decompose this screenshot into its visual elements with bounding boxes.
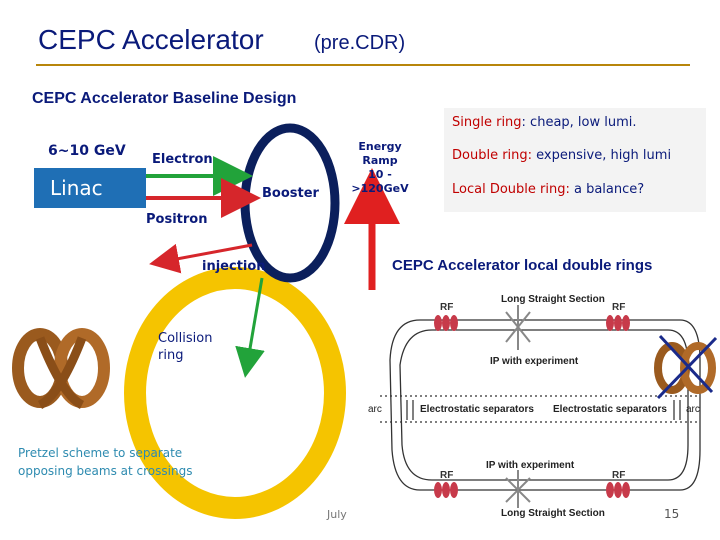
- booster-ring: [240, 123, 340, 283]
- injection-arrow-positron: [149, 243, 253, 274]
- pretzel-line2: opposing beams at crossings: [18, 464, 193, 478]
- collision-line1: Collision: [158, 331, 213, 346]
- ip-marker-top: [505, 305, 531, 350]
- option-double-prefix: Double ring:: [452, 148, 533, 163]
- arc-label-right: arc: [686, 404, 700, 415]
- energy-label: 6~10 GeV: [48, 143, 126, 159]
- ip-marker-bottom: [505, 470, 531, 508]
- collision-ring: [124, 267, 346, 519]
- rf-label-bottom-right: RF: [612, 470, 626, 481]
- separators-label-right: Electrostatic separators: [553, 404, 667, 415]
- double-ring-schematic: [380, 319, 701, 491]
- pretzel-crossed-icon: [654, 334, 718, 400]
- rf-label-top-right: RF: [612, 302, 626, 313]
- option-single-prefix: Single ring: [452, 115, 522, 130]
- energy-ramp-line2: 10 ->120GeV: [351, 168, 409, 195]
- separator-left: [406, 400, 414, 420]
- rf-cavity-bottom-right: [606, 482, 630, 498]
- rf-label-bottom-left: RF: [440, 470, 454, 481]
- rf-cavity-top-right: [606, 315, 630, 331]
- option-local-prefix: Local Double ring:: [452, 182, 570, 197]
- ip-label-top: IP with experiment: [490, 356, 579, 367]
- collision-line2: ring: [158, 348, 184, 363]
- option-double-ring: Double ring: expensive, high lumi: [452, 148, 671, 163]
- collision-ring-label: Collision ring: [158, 330, 212, 364]
- page-title: CEPC Accelerator: [38, 24, 264, 55]
- injection-label: injection: [202, 259, 266, 274]
- injection-arrow-electron: [235, 277, 265, 378]
- local-double-rings-heading: CEPC Accelerator local double rings: [392, 257, 653, 274]
- separator-right: [673, 400, 681, 420]
- option-single-suffix: : cheap, low lumi.: [521, 115, 637, 130]
- option-local-double-ring: Local Double ring: a balance?: [452, 182, 644, 197]
- rf-cavity-top-left: [434, 315, 458, 331]
- option-single-ring: Single ring: cheap, low lumi.: [452, 115, 637, 130]
- section-subtitle: CEPC Accelerator Baseline Design: [32, 90, 297, 107]
- pretzel-icon: [12, 328, 110, 410]
- separators-label-left: Electrostatic separators: [420, 404, 534, 415]
- energy-ramp-label: Energy Ramp 10 ->120GeV: [340, 140, 420, 196]
- energy-ramp-line1: Energy Ramp: [358, 140, 402, 167]
- pretzel-line1: Pretzel scheme to separate: [18, 446, 183, 460]
- footer-date: July: [327, 508, 347, 521]
- electron-label: Electron: [152, 152, 213, 167]
- top-straight-label: Long Straight Section: [501, 294, 605, 305]
- linac-box: Linac: [34, 168, 146, 208]
- option-double-suffix: expensive, high lumi: [532, 148, 672, 163]
- rf-label-top-left: RF: [440, 302, 454, 313]
- positron-label: Positron: [146, 212, 208, 227]
- option-local-suffix: a balance?: [569, 182, 645, 197]
- rf-cavity-bottom-left: [434, 482, 458, 498]
- options-panel: [444, 108, 706, 212]
- ip-label-bottom: IP with experiment: [486, 460, 575, 471]
- bottom-straight-label: Long Straight Section: [501, 508, 605, 519]
- arc-label-left: arc: [368, 404, 382, 415]
- booster-label: Booster: [262, 186, 319, 201]
- page-title-suffix: (pre.CDR): [314, 32, 406, 54]
- page-number: 15: [664, 507, 680, 521]
- pretzel-caption: Pretzel scheme to separate opposing beam…: [18, 444, 192, 480]
- title-rule: [36, 64, 690, 66]
